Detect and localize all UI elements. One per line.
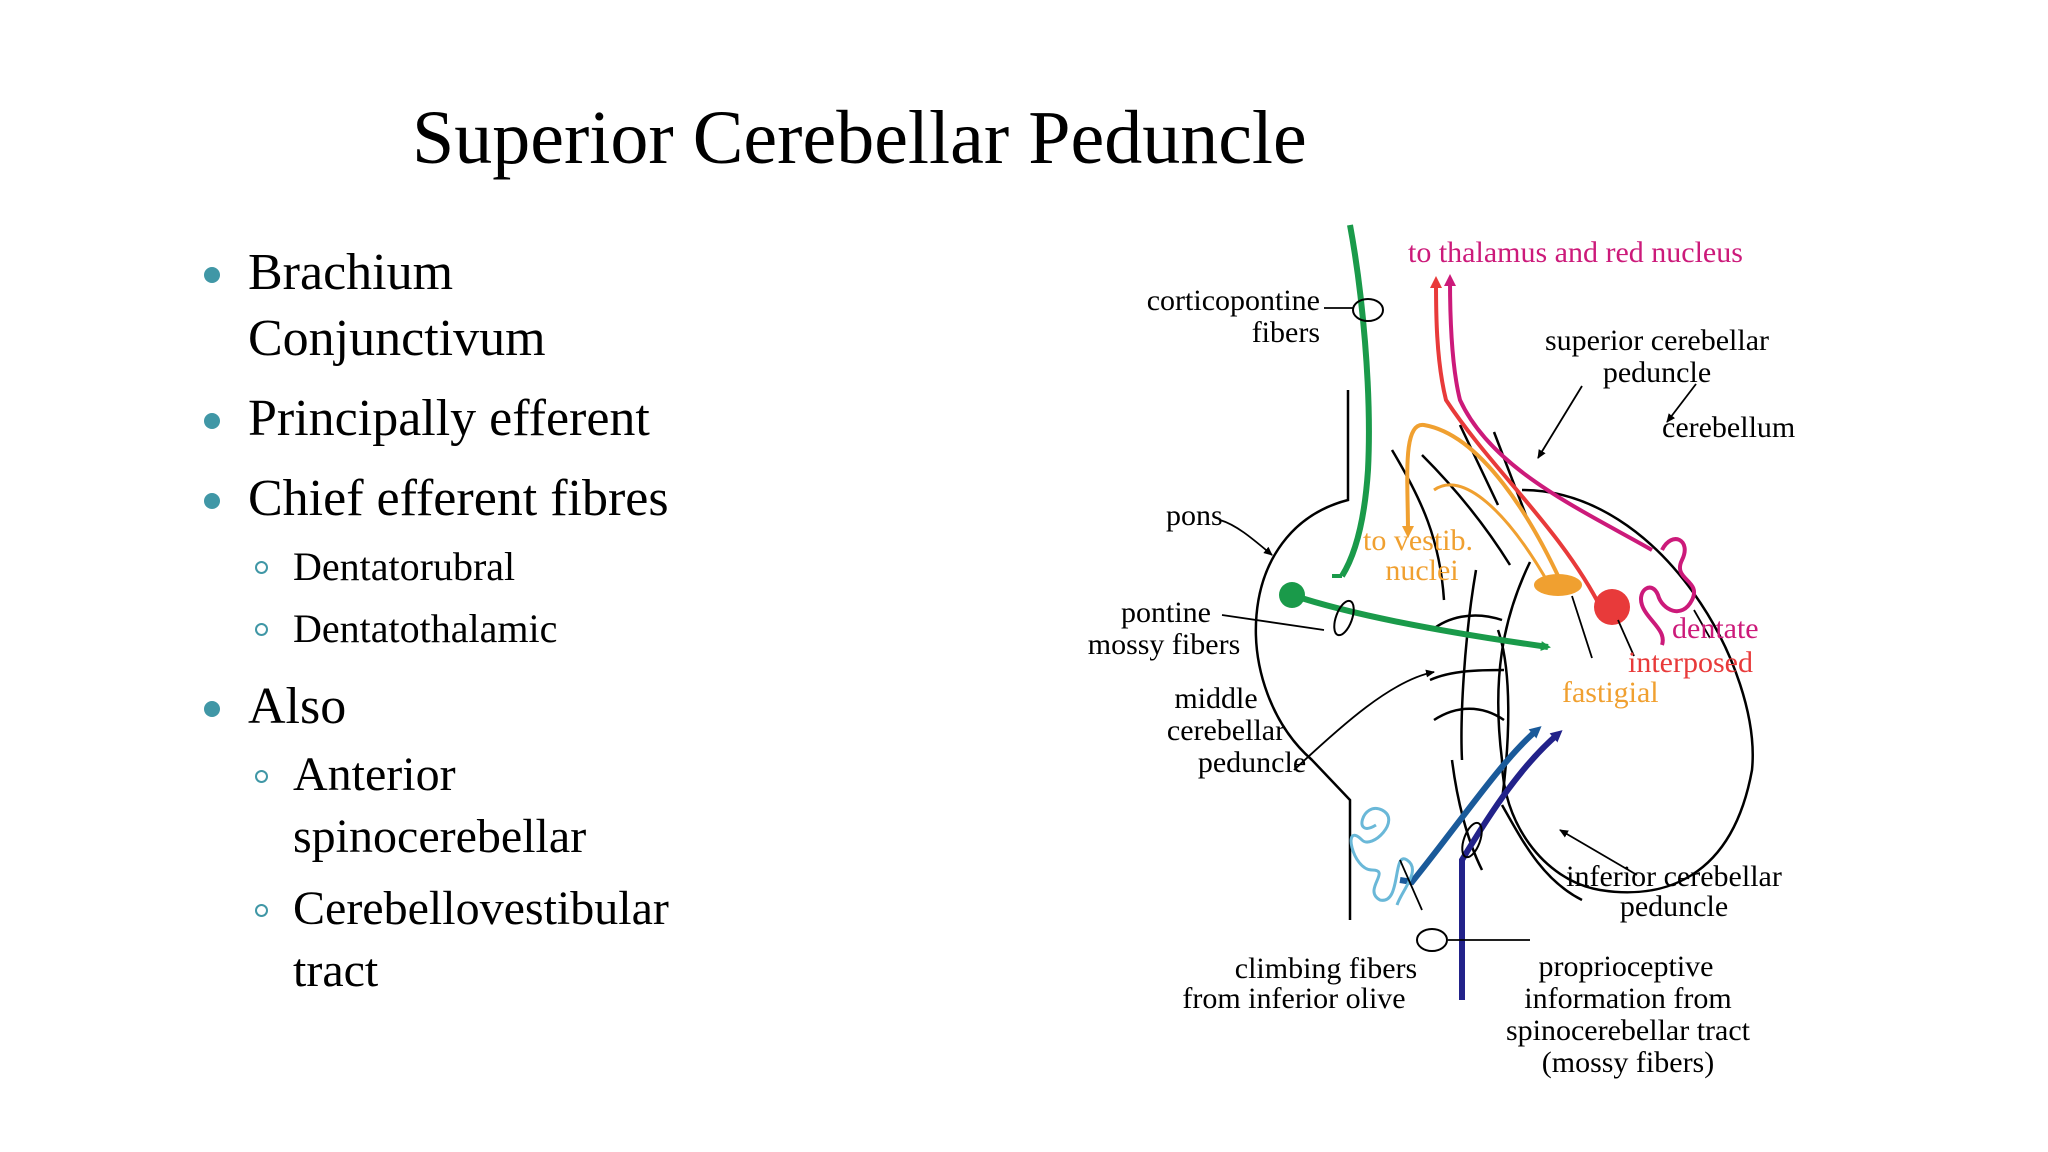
leader-pons xyxy=(1219,519,1273,556)
orange-fastigial-fiber xyxy=(1401,423,1562,581)
sub-bullet-text: Dentatothalamic xyxy=(293,606,558,651)
sub-bullet-item: Cerebellovestibular tract xyxy=(255,878,760,1002)
blue-climbing-fiber xyxy=(1399,726,1542,886)
bullet-list: Brachium Conjunctivum Principally effere… xyxy=(200,240,760,1012)
sub-bullet-text: Anterior spinocerebellar xyxy=(293,748,587,863)
leader-lines xyxy=(1219,307,1711,941)
leader-interposed xyxy=(1617,619,1635,657)
label-pontine-mossy-2: mossy fibers xyxy=(1088,628,1241,661)
bullet-item: Also xyxy=(200,674,760,740)
mcp-line-right xyxy=(1496,629,1510,801)
leader-superior xyxy=(1537,385,1583,459)
sub-bullet-item: Dentatorubral xyxy=(255,536,760,598)
navy-spinocerebellar-fiber xyxy=(1459,730,1563,1000)
bullet-item: Chief efferent fibres xyxy=(200,466,760,532)
sub-bullet-text: Cerebellovestibular tract xyxy=(293,882,669,997)
label-middle-2: cerebellar xyxy=(1167,714,1285,747)
peduncle-line-mid2 xyxy=(1390,449,1446,601)
interposed-nucleus xyxy=(1594,589,1630,625)
fiber-tracts xyxy=(1291,224,1696,1000)
label-interposed: interposed xyxy=(1628,646,1753,679)
peduncle-line-top2 xyxy=(1492,431,1529,519)
orange-fastigial-fiber-2 xyxy=(1433,483,1552,587)
red-interposed-fiber xyxy=(1430,276,1604,611)
bullet-dot-icon xyxy=(204,413,220,429)
label-pons: pons xyxy=(1166,499,1223,532)
leader-dentate xyxy=(1693,609,1711,639)
bullet-dot-icon xyxy=(204,493,220,509)
cerebellar-peduncle-diagram: to thalamus and red nucleus corticoponti… xyxy=(1088,224,1796,1079)
label-superior-1: superior cerebellar xyxy=(1545,324,1769,357)
label-to-vestib-1: to vestib. xyxy=(1363,524,1473,557)
sub-bullet-ring-icon xyxy=(255,770,268,783)
inferior-olive-squiggle xyxy=(1349,806,1414,906)
bullet-text: Principally efferent xyxy=(248,390,650,447)
climbing-oval xyxy=(1416,928,1448,952)
peduncle-line-mid1 xyxy=(1421,454,1512,566)
label-climbing-2: from inferior olive xyxy=(1182,982,1405,1015)
label-corticopontine-2: fibers xyxy=(1252,316,1320,349)
sub-bullet-text: Dentatorubral xyxy=(293,544,516,589)
pontine-mossy-oval xyxy=(1333,599,1355,637)
label-inferior-1: inferior cerebellar xyxy=(1566,860,1782,893)
label-climbing-1: climbing fibers xyxy=(1235,952,1417,985)
label-pontine-mossy-1: pontine xyxy=(1121,596,1211,629)
dentate-nucleus-squiggle xyxy=(1639,537,1696,646)
fiber-ovals xyxy=(1333,298,1483,952)
sub-bullet-item: Anterior spinocerebellar xyxy=(255,744,760,868)
pontine-nucleus-dot xyxy=(1279,582,1305,608)
leader-fastigial xyxy=(1571,595,1593,659)
diagram-labels: to thalamus and red nucleus corticoponti… xyxy=(1088,236,1796,1079)
sub-bullet-item: Dentatothalamic xyxy=(255,598,760,660)
bullet-text: Chief efferent fibres xyxy=(248,470,669,527)
leader-cerebellum xyxy=(1666,383,1697,423)
mcp-notch-lower xyxy=(1429,668,1505,682)
sub-bullet-ring-icon xyxy=(255,623,268,636)
nuclei xyxy=(1279,574,1630,625)
bullet-text: Brachium Conjunctivum xyxy=(248,244,546,367)
label-proprioceptive-4: (mossy fibers) xyxy=(1542,1046,1714,1079)
mcp-notch-bottom1 xyxy=(1433,707,1505,722)
label-cerebellum: cerebellum xyxy=(1662,411,1795,444)
label-middle-3: peduncle xyxy=(1198,746,1306,779)
slide-title: Superior Cerebellar Peduncle xyxy=(412,96,1307,180)
label-corticopontine-1: corticopontine xyxy=(1147,284,1320,317)
pontine-mossy-green-fiber xyxy=(1291,592,1551,651)
pons-outline xyxy=(1254,390,1352,920)
label-proprioceptive-2: information from xyxy=(1524,982,1731,1015)
label-proprioceptive-1: proprioceptive xyxy=(1539,950,1714,983)
label-middle-1: middle xyxy=(1174,682,1257,715)
sub-bullet-ring-icon xyxy=(255,561,268,574)
sub-bullet-list: Anterior spinocerebellar Cerebellovestib… xyxy=(200,744,760,1002)
cerebellum-outline xyxy=(1496,488,1754,894)
bullet-dot-icon xyxy=(204,701,220,717)
sub-bullet-ring-icon xyxy=(255,904,268,917)
mcp-line-lower xyxy=(1500,804,1583,902)
bullet-item: Principally efferent xyxy=(200,386,760,452)
corticopontine-oval xyxy=(1352,298,1384,322)
label-to-vestib-2: nuclei xyxy=(1385,554,1458,587)
leader-middle xyxy=(1293,669,1435,771)
label-superior-2: peduncle xyxy=(1603,356,1711,389)
label-dentate: dentate xyxy=(1672,612,1759,645)
label-proprioceptive-3: spinocerebellar tract xyxy=(1506,1014,1751,1047)
label-fastigial: fastigial xyxy=(1562,676,1659,709)
bullet-dot-icon xyxy=(204,267,220,283)
sub-bullet-list: Dentatorubral Dentatothalamic xyxy=(200,536,760,660)
fastigial-nucleus xyxy=(1534,574,1582,596)
mcp-line-upper xyxy=(1460,569,1478,761)
label-inferior-2: peduncle xyxy=(1620,890,1728,923)
proprioceptive-oval xyxy=(1461,821,1483,859)
leader-inferior xyxy=(1559,829,1638,876)
peduncle-line-top1 xyxy=(1458,424,1500,506)
bullet-text: Also xyxy=(248,678,347,735)
leader-pontine-mossy xyxy=(1221,614,1325,631)
label-to-thalamus: to thalamus and red nucleus xyxy=(1408,236,1743,269)
magenta-dentate-fiber xyxy=(1444,274,1653,552)
leader-climbing xyxy=(1399,859,1423,911)
bullet-item: Brachium Conjunctivum xyxy=(200,240,760,372)
corticopontine-green-fiber xyxy=(1339,224,1372,578)
